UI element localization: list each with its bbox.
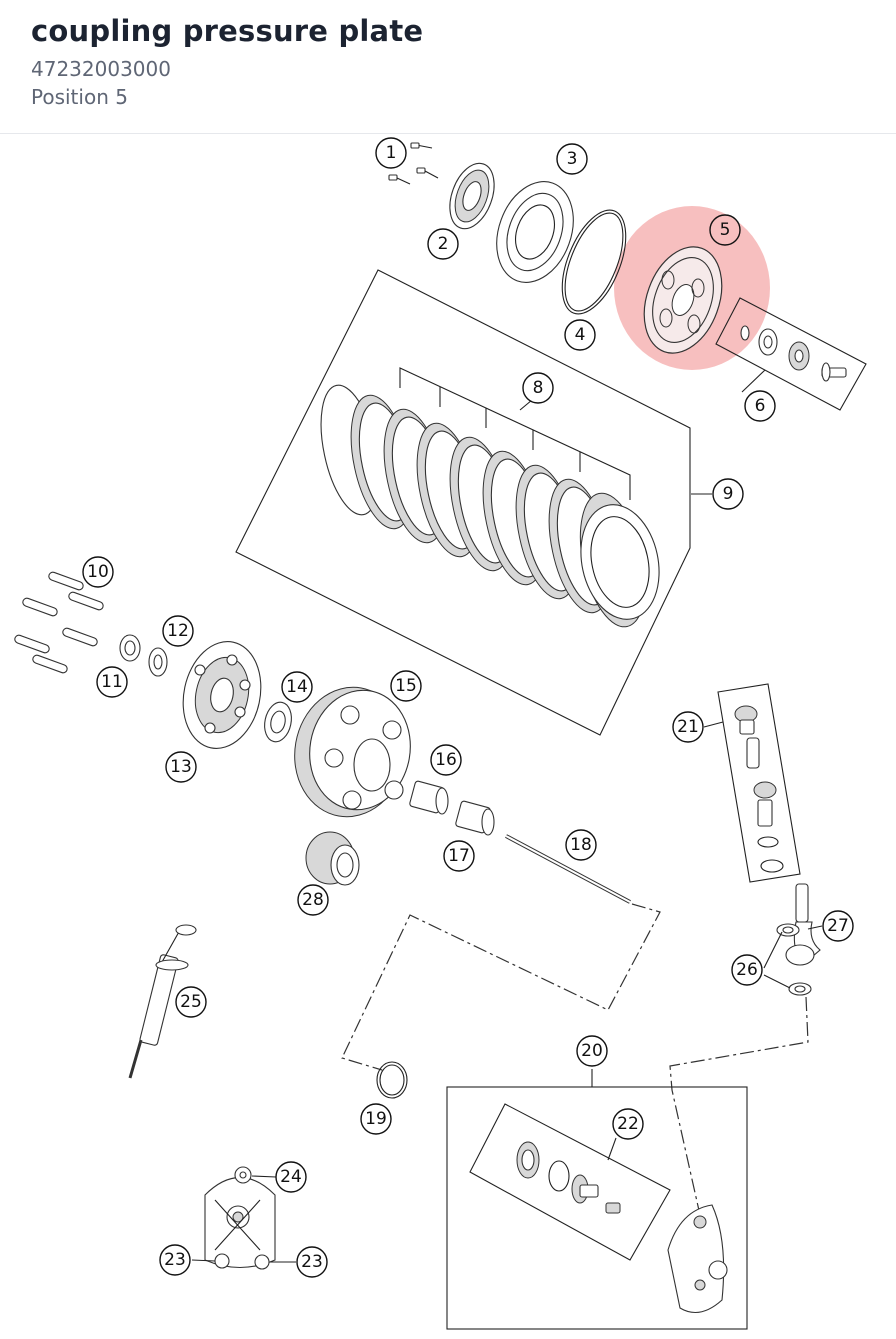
part-1-screws[interactable]	[388, 142, 439, 185]
part-16-needle-bearing[interactable]	[409, 780, 449, 815]
diagram-svg: 1 2 3 4 5 6 8 9 10 11 12 13 14 15 16 17 …	[14, 137, 867, 1330]
callout-3[interactable]: 3	[556, 143, 588, 175]
callout-12[interactable]: 12	[162, 615, 194, 647]
callout-13[interactable]: 13	[165, 751, 197, 783]
callout-8[interactable]: 8	[522, 372, 554, 404]
callout-19[interactable]: 19	[360, 1103, 392, 1135]
svg-text:25: 25	[180, 992, 202, 1012]
part-5-pressure-plate[interactable]	[630, 236, 735, 364]
part-12-lock-washer[interactable]	[148, 647, 168, 677]
svg-text:18: 18	[570, 835, 592, 855]
part-position: Position 5	[31, 85, 128, 109]
svg-text:2: 2	[438, 234, 449, 254]
svg-text:9: 9	[723, 484, 734, 504]
callout-4[interactable]: 4	[564, 319, 596, 351]
part-20-slave-cylinder-assy[interactable]	[446, 1069, 748, 1330]
assembly-dash-line-2	[669, 996, 809, 1216]
svg-text:19: 19	[365, 1109, 387, 1129]
assembly-dash-line-1	[341, 903, 661, 1071]
callout-26[interactable]: 26	[731, 954, 763, 986]
callout-18[interactable]: 18	[565, 829, 597, 861]
svg-text:15: 15	[395, 676, 417, 696]
svg-text:28: 28	[302, 890, 324, 910]
part-10-pins[interactable]	[14, 571, 105, 674]
callout-5[interactable]: 5	[709, 214, 741, 246]
callout-9[interactable]: 9	[712, 478, 744, 510]
svg-text:12: 12	[167, 621, 189, 641]
callout-23-right[interactable]: 23	[296, 1246, 328, 1278]
part-27-banjo-fitting[interactable]	[785, 883, 821, 966]
part-24-screw[interactable]	[234, 1166, 252, 1184]
callout-14[interactable]: 14	[281, 671, 313, 703]
svg-text:23: 23	[164, 1250, 186, 1270]
part-21-fittings-kit[interactable]	[717, 683, 801, 883]
svg-text:22: 22	[617, 1114, 639, 1134]
svg-text:3: 3	[567, 149, 578, 169]
part-9-clutch-pack[interactable]	[235, 269, 691, 736]
part-2-bearing-disc[interactable]	[442, 157, 503, 235]
part-3-spring-plate[interactable]	[483, 171, 586, 293]
part-19-o-ring[interactable]	[376, 1061, 408, 1099]
part-4-o-ring[interactable]	[549, 201, 638, 322]
part-13-inner-hub[interactable]	[174, 634, 271, 755]
part-23-slave-cylinder[interactable]	[204, 1176, 276, 1270]
part-6-bearing-kit[interactable]	[715, 297, 867, 411]
svg-text:21: 21	[677, 717, 699, 737]
svg-text:16: 16	[435, 750, 457, 770]
callout-27[interactable]: 27	[822, 910, 854, 942]
svg-text:13: 13	[170, 757, 192, 777]
callout-21[interactable]: 21	[672, 711, 704, 743]
callout-10[interactable]: 10	[82, 556, 114, 588]
svg-text:23: 23	[301, 1252, 323, 1272]
callout-11[interactable]: 11	[96, 666, 128, 698]
svg-text:14: 14	[286, 677, 308, 697]
svg-text:6: 6	[755, 396, 766, 416]
callout-28[interactable]: 28	[297, 884, 329, 916]
svg-text:8: 8	[533, 378, 544, 398]
leader-lines	[191, 369, 823, 1263]
svg-text:27: 27	[827, 916, 849, 936]
part-15-primary-gear[interactable]	[285, 678, 420, 825]
callout-24[interactable]: 24	[275, 1161, 307, 1193]
page-header: coupling pressure plate 47232003000 Posi…	[0, 0, 896, 134]
part-number: 47232003000	[31, 57, 171, 81]
svg-text:20: 20	[581, 1041, 603, 1061]
part-26-sealing-rings[interactable]	[776, 923, 812, 996]
svg-text:5: 5	[720, 220, 731, 240]
callout-23-left[interactable]: 23	[159, 1244, 191, 1276]
svg-text:24: 24	[280, 1167, 302, 1187]
callout-22[interactable]: 22	[612, 1108, 644, 1140]
part-17-bushing[interactable]	[455, 800, 495, 836]
svg-text:10: 10	[87, 562, 109, 582]
part-title: coupling pressure plate	[31, 14, 424, 48]
callout-25[interactable]: 25	[175, 986, 207, 1018]
svg-text:1: 1	[386, 143, 397, 163]
callout-2[interactable]: 2	[427, 228, 459, 260]
callout-17[interactable]: 17	[443, 840, 475, 872]
callout-1[interactable]: 1	[375, 137, 407, 169]
callout-16[interactable]: 16	[430, 744, 462, 776]
part-11-nut[interactable]	[119, 634, 141, 662]
callout-20[interactable]: 20	[576, 1035, 608, 1067]
callout-15[interactable]: 15	[390, 670, 422, 702]
svg-text:17: 17	[448, 846, 470, 866]
svg-text:26: 26	[736, 960, 758, 980]
part-14-washer[interactable]	[261, 700, 295, 745]
svg-text:11: 11	[101, 672, 123, 692]
part-8-clutch-discs[interactable]	[311, 367, 669, 633]
exploded-parts-diagram: 1 2 3 4 5 6 8 9 10 11 12 13 14 15 16 17 …	[0, 135, 896, 1335]
part-18-push-rod[interactable]	[505, 834, 631, 904]
part-22-piston-kit[interactable]	[469, 1103, 671, 1261]
part-25-grease-syringe[interactable]	[128, 924, 197, 1079]
part-28-gear[interactable]	[305, 831, 360, 886]
svg-text:4: 4	[575, 325, 586, 345]
callout-6[interactable]: 6	[744, 390, 776, 422]
